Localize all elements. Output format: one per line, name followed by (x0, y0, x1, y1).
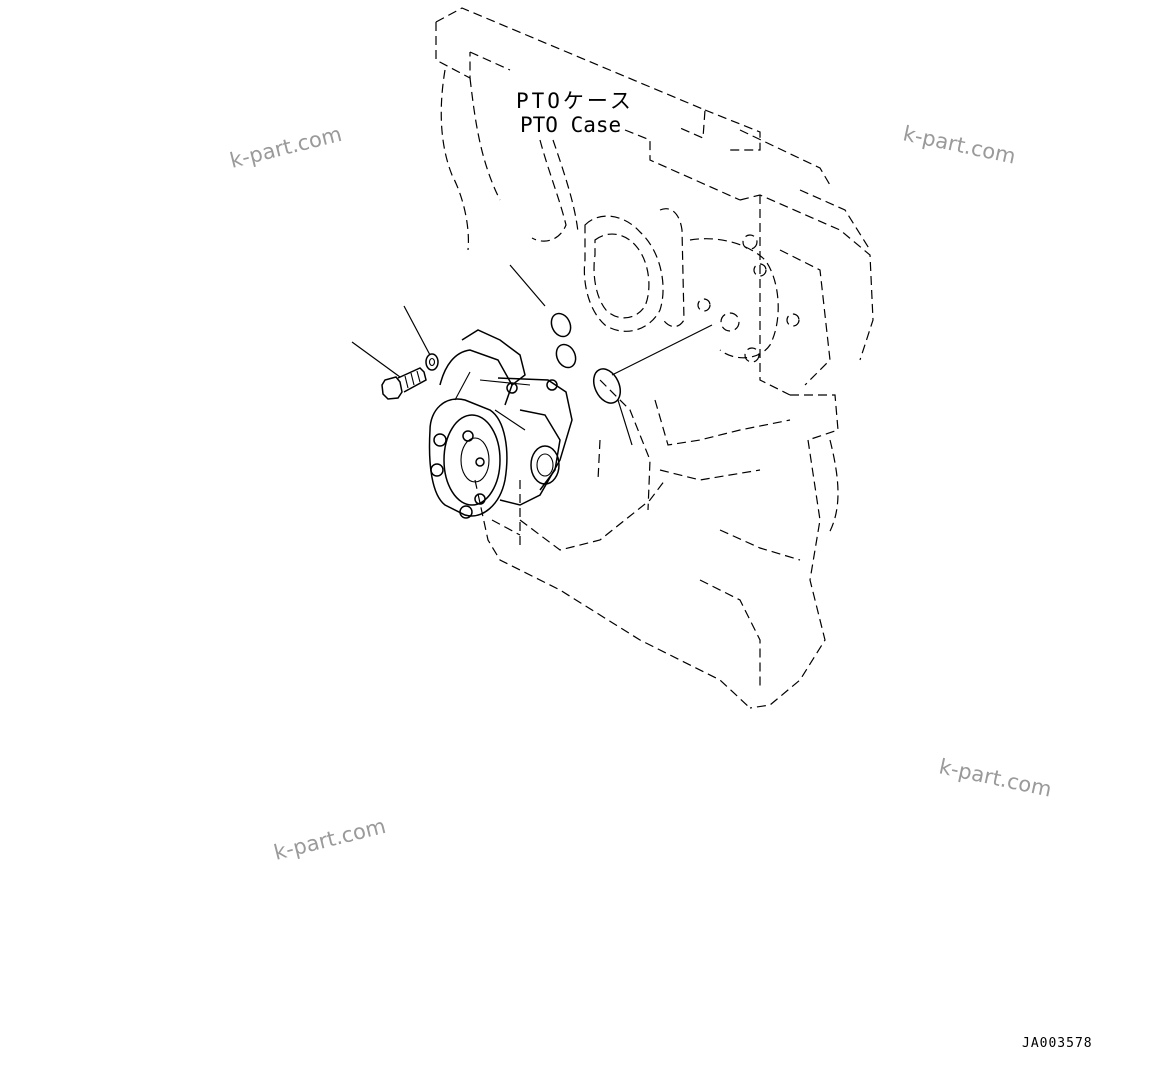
watermark-top-right: k-part.com (901, 121, 1018, 168)
pto-case-outline (435, 7, 874, 709)
bolt (381, 367, 427, 400)
o-rings (550, 312, 622, 404)
leader-lines (351, 264, 713, 446)
drawing-id: JA003578 (1022, 1036, 1093, 1051)
watermark-bottom-left: k-part.com (271, 814, 388, 865)
washer (425, 353, 439, 371)
pump-assembly (428, 329, 573, 519)
callout-label-en: PTO Case (520, 113, 621, 137)
watermark-top-left: k-part.com (227, 122, 344, 173)
watermark-bottom-right: k-part.com (937, 754, 1054, 801)
callout-label-jp: PTOケース (516, 89, 634, 113)
